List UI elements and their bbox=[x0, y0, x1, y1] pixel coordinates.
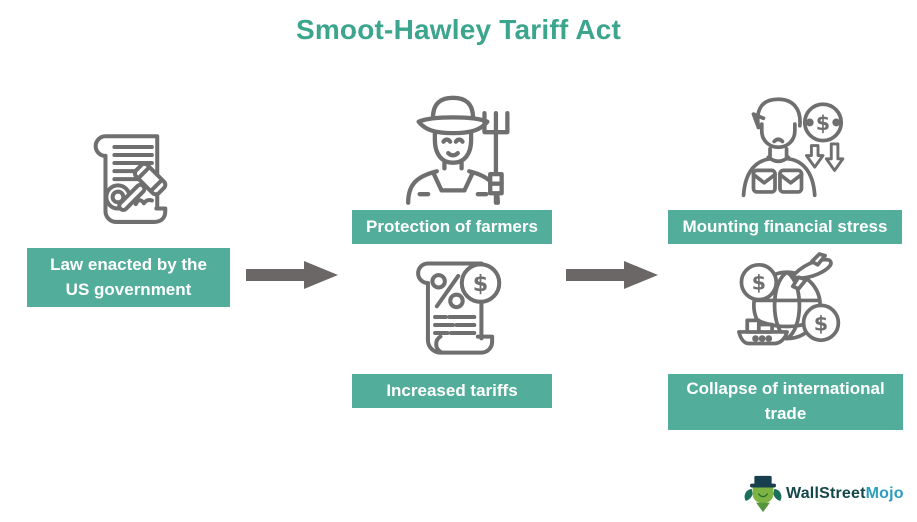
logo-brand-text: WallStreetMojo bbox=[786, 485, 904, 503]
farmer-icon bbox=[391, 86, 515, 206]
dollar-symbol: $ bbox=[473, 271, 489, 297]
flow-arrow-right bbox=[566, 259, 658, 291]
dollar-symbol: $ bbox=[816, 111, 830, 135]
person-financial-stress-icon: $ bbox=[727, 94, 847, 198]
dollar-symbol: $ bbox=[752, 271, 766, 295]
page-title: Smoot-Hawley Tariff Act bbox=[295, 14, 622, 45]
flow-arrow-left bbox=[246, 259, 338, 291]
label-mounting-financial-stress: Mounting financial stress bbox=[668, 210, 902, 244]
logo-wallstreet-text: WallStreet bbox=[786, 485, 866, 502]
wallstreetmojo-mascot-icon bbox=[744, 474, 782, 514]
wallstreetmojo-logo: WallStreetMojo bbox=[744, 474, 904, 514]
dollar-symbol: $ bbox=[814, 311, 828, 335]
label-increased-tariffs: Increased tariffs bbox=[352, 374, 552, 408]
global-trade-collapse-icon: $ $ bbox=[729, 249, 845, 361]
label-collapse-international-trade: Collapse of international trade bbox=[668, 374, 903, 430]
label-law-enacted: Law enacted by the US government bbox=[27, 248, 230, 307]
tariff-scroll-icon: $ bbox=[394, 251, 510, 366]
logo-mojo-text: Mojo bbox=[865, 485, 904, 502]
label-protection-of-farmers: Protection of farmers bbox=[352, 210, 552, 244]
law-scroll-gavel-icon bbox=[68, 122, 184, 238]
